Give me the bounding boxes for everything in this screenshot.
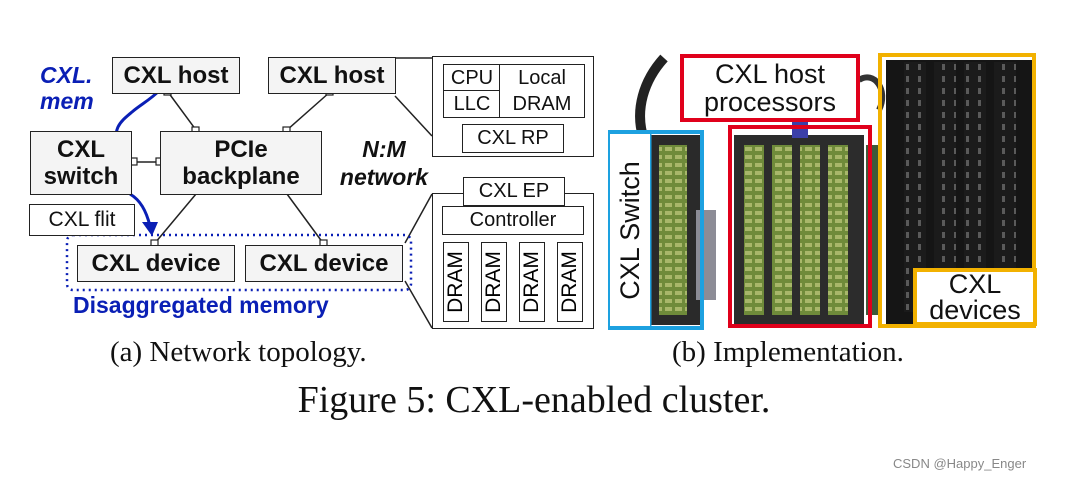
local-label: Local — [518, 67, 566, 89]
controller-box: Controller — [442, 206, 584, 235]
processors-frame — [728, 125, 872, 328]
dram-chip-4: DRAM — [557, 242, 583, 322]
pcie-backplane-box: PCIe backplane — [160, 131, 322, 195]
llc-box: LLC — [443, 90, 501, 118]
cpu-box: CPU — [443, 64, 501, 92]
subcaption-b: (b) Implementation. — [672, 336, 904, 368]
cxl-mem-label: CXL. mem — [40, 62, 94, 114]
cxl-flit-box: CXL flit — [29, 204, 135, 236]
switch-label: CXL Switch — [614, 160, 645, 300]
local-dram-label: DRAM — [512, 93, 572, 115]
cxl-switch-line2: switch — [43, 163, 119, 190]
subcaption-a: (a) Network topology. — [110, 336, 367, 368]
cxl-switch-line1: CXL — [57, 136, 105, 163]
cxl-host-left: CXL host — [112, 57, 240, 94]
dram-label-2: DRAM — [482, 251, 505, 313]
cxl-rp-label: CXL RP — [477, 127, 549, 149]
cxl-device-right-label: CXL device — [259, 249, 389, 277]
hardware-photo — [604, 50, 1040, 332]
pcie-line: PCIe — [214, 136, 268, 163]
controller-label: Controller — [469, 209, 557, 231]
dram-chip-1: DRAM — [443, 242, 469, 322]
cxl-switch-box: CXL switch — [30, 131, 132, 195]
cxl-flit-label: CXL flit — [48, 208, 116, 231]
nm-line: N:M — [362, 136, 406, 162]
network-line: network — [339, 164, 429, 190]
switch-label-box: CXL Switch — [610, 134, 650, 326]
cxl-ep-box: CXL EP — [463, 177, 565, 206]
cxl-host-left-label: CXL host — [123, 61, 229, 89]
cxl-device-left: CXL device — [77, 245, 235, 282]
processors-line1: CXL host — [714, 59, 826, 89]
cpu-label: CPU — [450, 66, 494, 89]
cxl-ep-label: CXL EP — [478, 180, 550, 202]
disaggregated-memory-label: Disaggregated memory — [73, 292, 329, 318]
cxl-mem-line1: CXL. — [40, 62, 93, 88]
devices-line1: CXL — [948, 269, 1002, 299]
figure-caption: Figure 5: CXL-enabled cluster. — [297, 379, 771, 421]
processors-line2: processors — [703, 87, 837, 117]
devices-label-box: CXL devices — [913, 268, 1037, 326]
cxl-device-left-label: CXL device — [91, 249, 221, 277]
llc-label: LLC — [453, 92, 491, 115]
cxl-mem-line2: mem — [40, 88, 94, 114]
local-dram-box: Local DRAM — [499, 64, 585, 118]
disaggregated-memory-frame — [65, 233, 413, 292]
cxl-host-right-label: CXL host — [279, 61, 385, 89]
dram-label-4: DRAM — [558, 251, 581, 313]
cxl-rp-box: CXL RP — [462, 124, 564, 153]
backplane-line: backplane — [182, 163, 300, 190]
cxl-host-right: CXL host — [268, 57, 396, 94]
dram-label-3: DRAM — [520, 251, 543, 313]
nm-network-label: N:M network — [325, 135, 443, 191]
processors-label-box: CXL host processors — [680, 54, 860, 122]
watermark: CSDN @Happy_Enger — [893, 456, 1027, 471]
devices-line2: devices — [929, 295, 1021, 325]
cxl-device-right: CXL device — [245, 245, 403, 282]
devices-frame — [878, 53, 1036, 328]
dram-chip-3: DRAM — [519, 242, 545, 322]
dram-chip-2: DRAM — [481, 242, 507, 322]
dram-label-1: DRAM — [444, 251, 467, 313]
